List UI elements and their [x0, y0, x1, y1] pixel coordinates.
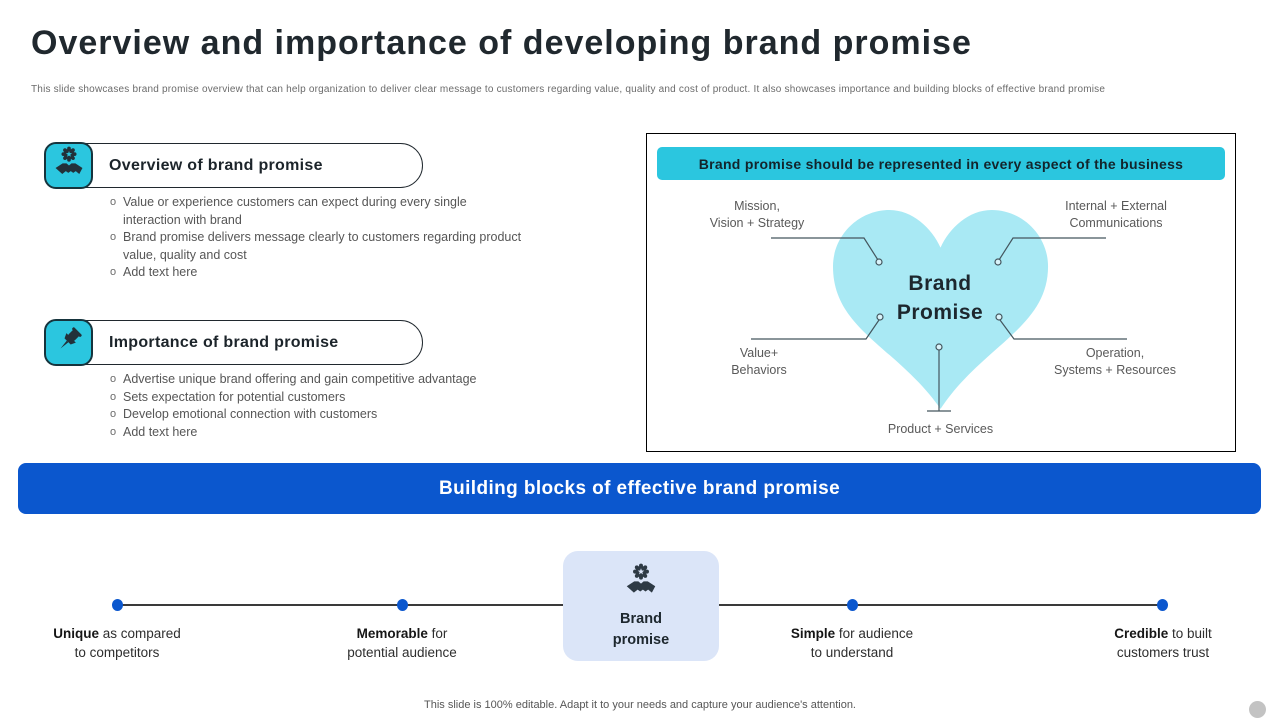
- list-item: o Add text here: [103, 424, 523, 442]
- label-internal-external-communications: Internal + External Communications: [1065, 199, 1167, 230]
- slide-footer-note: This slide is 100% editable. Adapt it to…: [424, 699, 856, 711]
- timeline-dot-credible: [1157, 599, 1168, 611]
- bullet-marker: o: [109, 425, 117, 438]
- timeline-label-memorable: Memorable for potential audience: [347, 626, 457, 660]
- brand-promise-diagram-panel: Brand promise should be represented in e…: [646, 133, 1236, 452]
- list-item: o Develop emotional connection with cust…: [103, 406, 523, 424]
- list-item: o Sets expectation for potential custome…: [103, 389, 523, 407]
- overview-heading-capsule: Overview of brand promise: [56, 143, 423, 188]
- importance-bullet-list: o Advertise unique brand offering and ga…: [103, 371, 523, 441]
- bullet-marker: o: [109, 266, 117, 278]
- diagram-header-bar: Brand promise should be represented in e…: [657, 147, 1225, 180]
- brand-promise-card-label: Brand promise: [612, 610, 670, 648]
- list-item: o Brand promise delivers message clearly…: [103, 229, 523, 264]
- heart-center-label: Brand Promise: [896, 272, 984, 324]
- heart-diagram: [751, 210, 1127, 412]
- overview-bullet-list: o Value or experience customers can expe…: [103, 194, 523, 282]
- importance-heading-capsule: Importance of brand promise: [56, 320, 423, 365]
- label-operation-systems-resources: Operation, Systems + Resources: [1054, 346, 1176, 377]
- timeline-label-simple: Simple for audience to understand: [790, 626, 914, 660]
- timeline-dot-unique: [112, 599, 123, 611]
- timeline-label-unique: Unique as compared to competitors: [53, 626, 181, 660]
- pushpin-icon: [53, 324, 85, 361]
- timeline-dot-simple: [847, 599, 858, 611]
- timeline-label-credible: Credible to built customers trust: [1114, 626, 1212, 660]
- badge-handshake-icon: [52, 145, 86, 186]
- list-item: o Add text here: [103, 264, 523, 282]
- overview-heading: Overview of brand promise: [109, 156, 323, 174]
- list-item: o Advertise unique brand offering and ga…: [103, 371, 523, 389]
- list-item: o Value or experience customers can expe…: [103, 194, 523, 229]
- page-title: Overview and importance of developing br…: [31, 24, 972, 62]
- bullet-marker: o: [109, 231, 117, 243]
- building-blocks-banner: Building blocks of effective brand promi…: [18, 463, 1261, 514]
- bullet-marker: o: [109, 390, 117, 403]
- label-product-services: Product + Services: [887, 422, 994, 436]
- overview-icon-tile: [44, 142, 93, 189]
- label-value-behaviors: Value+ Behaviors: [731, 346, 787, 377]
- importance-icon-tile: [44, 319, 93, 366]
- timeline-dot-memorable: [397, 599, 408, 611]
- corner-dot-decoration: [1249, 701, 1266, 718]
- bullet-marker: o: [109, 373, 117, 385]
- bullet-marker: o: [109, 408, 117, 420]
- importance-heading: Importance of brand promise: [109, 333, 339, 351]
- label-mission-vision-strategy: Mission, Vision + Strategy: [709, 199, 805, 230]
- badge-handshake-icon: [623, 562, 659, 605]
- slide-description: This slide showcases brand promise overv…: [31, 84, 1106, 95]
- brand-promise-card: Brand promise: [563, 551, 719, 661]
- bullet-marker: o: [109, 196, 117, 208]
